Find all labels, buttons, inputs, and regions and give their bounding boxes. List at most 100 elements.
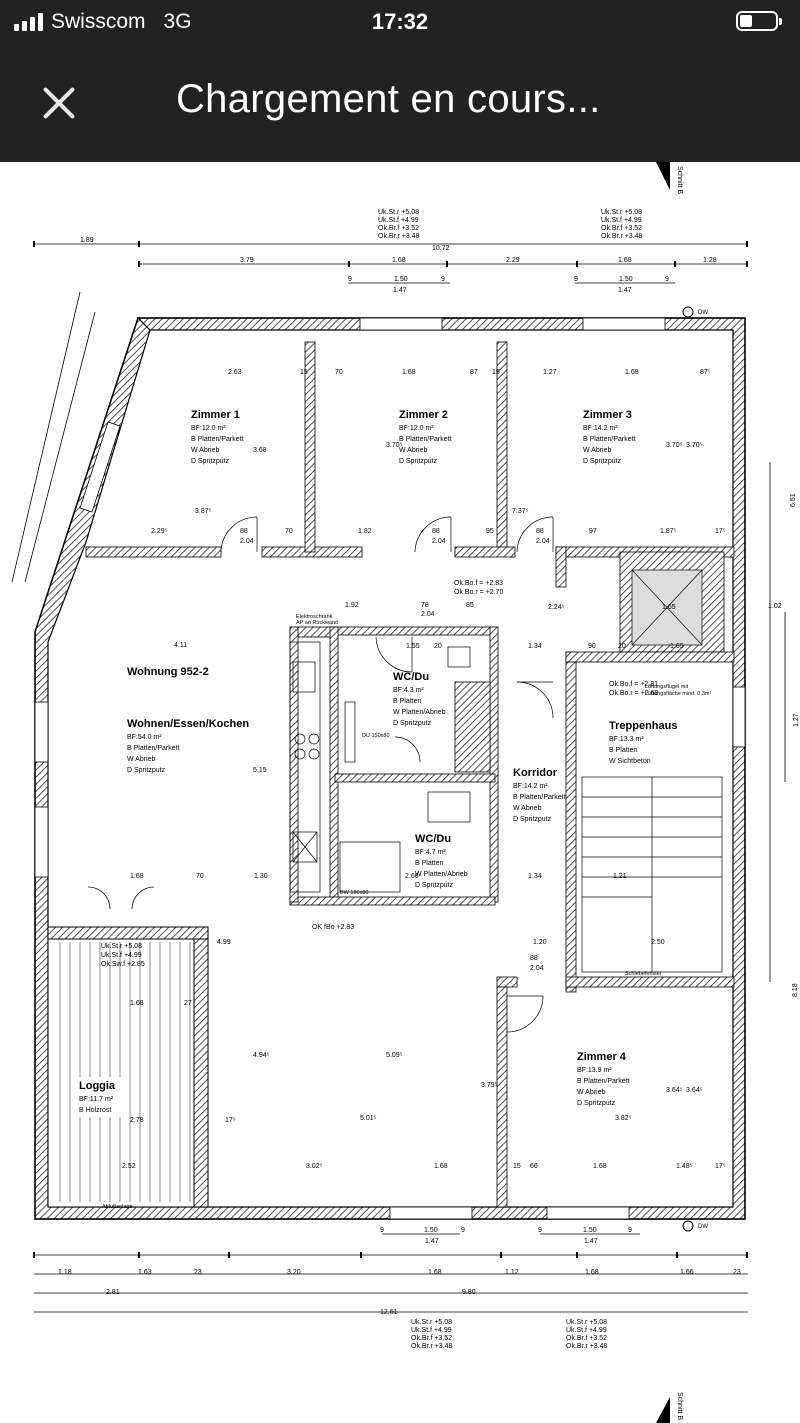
interior-dimension-label: 2.50 [651, 939, 665, 946]
room-area: BF:11.7 m² [79, 1096, 114, 1103]
interior-dimension-label: 5.01⁵ [360, 1115, 377, 1122]
room-wall: W Platten/Abrieb [415, 871, 468, 878]
room-name: Wohnen/Essen/Kochen [127, 718, 249, 730]
note-dw-top: DW [698, 310, 708, 316]
room-wall: W Abrieb [583, 447, 612, 454]
dim-bot-r5: 12.61 [380, 1309, 398, 1316]
plan-notes: Elektroschrank AP an Rückwand Lüftungsfl… [102, 166, 712, 1420]
level-tl-1: Uk.St.f +4.99 [378, 217, 419, 224]
room-floor: B Platten/Parkett [399, 436, 452, 443]
interior-dimension-label: 97 [589, 528, 597, 535]
dim-top-r2-3: 1.68 [618, 257, 632, 264]
interior-dimension-label: 1.34 [528, 643, 542, 650]
room-wall: W Platten/Abrieb [393, 709, 446, 716]
section-markers [656, 162, 694, 1423]
room-wall: W Sichtbeton [609, 758, 651, 765]
interior-dimension-label: 3.64⁵ [686, 1087, 703, 1094]
status-time: 17:32 [371, 9, 429, 34]
room-name: Zimmer 4 [577, 1051, 627, 1063]
dim-top-r3a-2: 9 [441, 276, 445, 283]
dim-right-0: 6.51 [790, 493, 797, 507]
dim-top-r2-2: 2.29 [506, 257, 520, 264]
room-ceiling: D Spritzputz [191, 458, 230, 465]
room-name: WC/Du [393, 671, 429, 683]
battery-level [740, 15, 752, 27]
dim-bot-r1-4: 1.50 [583, 1227, 597, 1234]
interior-dimension-label: 5.15 [253, 767, 267, 774]
dim-bot-r1-5: 9 [628, 1227, 632, 1234]
room-ceiling: D Spritzputz [415, 882, 454, 889]
note-abluft: Abluftanlage [102, 1204, 133, 1210]
level-bl-3: Ok.Br.r +3.48 [411, 1343, 453, 1350]
interior-dimension-label: 2.29⁵ [151, 528, 168, 535]
level-loggia-2: Ok.Sw.f +2.85 [101, 961, 145, 968]
dim-bot-r2-0: 1.47 [425, 1238, 439, 1245]
room-zimmer-1: Zimmer 1 BF:12.0 m² B Platten/Parkett W … [191, 409, 244, 465]
level-tr-0: Uk.St.r +5.08 [601, 209, 642, 216]
note-bw: BW 180x80 [340, 890, 368, 896]
interior-dimension-label: 3.02⁵ [306, 1163, 323, 1170]
room-floor: B Platten/Parkett [127, 745, 180, 752]
level-tl-0: Uk.St.r +5.08 [378, 209, 419, 216]
interior-dimension-label: 1.82 [358, 528, 372, 535]
interior-dimension-label: 2.78 [130, 1117, 144, 1124]
level-br-0: Uk.St.r +5.08 [566, 1319, 607, 1326]
dimension-texts: 1.89 10.72 3.79 1.68 2.29 1.68 1.28 9 1.… [58, 237, 800, 1316]
carrier-label: Swisscom [51, 10, 146, 33]
interior-dimension-label: 1.65 [662, 604, 676, 611]
dim-top-r3a-1: 1.50 [394, 276, 408, 283]
close-icon[interactable] [36, 80, 82, 126]
interior-dimension-label: 88 [530, 955, 538, 962]
floor-plan[interactable]: Uk.St.r +5.08 Uk.St.f +4.99 Ok.Br.f +3.5… [0, 162, 800, 1423]
top-dimension-lines [11, 243, 786, 1313]
interior-dimension-label: 2.04 [530, 965, 544, 972]
interior-dimension-label: 2.04 [421, 611, 435, 618]
dim-top-r3a-0: 9 [348, 276, 352, 283]
interior-dimension-label: 2.04 [432, 538, 446, 545]
interior-dimension-label: 3.70⁵ [686, 442, 703, 449]
room-ceiling: D Spritzputz [393, 720, 432, 727]
interior-dimension-label: 20 [618, 643, 626, 650]
room-wohnen: Wohnen/Essen/Kochen BF:54.0 m² B Platten… [127, 718, 249, 774]
dim-right-2: 1.27 [793, 713, 800, 727]
interior-dimension-label: 3.68 [253, 447, 267, 454]
interior-dimension-label: 2.24⁵ [548, 604, 565, 611]
room-ceiling: D Spritzputz [583, 458, 622, 465]
interior-dimension-label: 4.99 [217, 939, 231, 946]
interior-dimension-label: 4.11 [174, 642, 187, 649]
interior-dimension-label: 27 [184, 1000, 192, 1007]
room-name: WC/Du [415, 833, 451, 845]
level-bl-1: Uk.St.f +4.99 [411, 1327, 452, 1334]
loggia-area [47, 926, 209, 1208]
room-loggia: Loggia BF:11.7 m² B Holzrost [76, 1077, 126, 1117]
interior-dimension-label: 1.68 [130, 873, 144, 880]
interior-dimension-label: 88 [432, 528, 440, 535]
nav-bar: Chargement en cours... [0, 44, 800, 162]
level-tl-2: Ok.Br.f +3.52 [378, 225, 419, 232]
dim-bot-r1-2: 9 [461, 1227, 465, 1234]
level-tr-1: Uk.St.f +4.99 [601, 217, 642, 224]
staircase [581, 569, 723, 973]
interior-dimension-label: 3.70⁵ [666, 442, 683, 449]
room-name: Zimmer 1 [191, 409, 240, 421]
room-wall: W Abrieb [127, 756, 156, 763]
note-elektro-2: AP an Rückwand [296, 620, 338, 626]
note-du: DU 150x80 [362, 733, 390, 739]
interior-dimension-label: 1.68 [402, 369, 416, 376]
interior-dimension-label: 17⁵ [225, 1117, 236, 1124]
dim-top-r4-0: 1.47 [393, 287, 407, 294]
interior-dimension-label: 3.64⁵ [666, 1087, 683, 1094]
interior-dimension-label: 1.55 [406, 643, 420, 650]
page-title: Chargement en cours... [176, 77, 601, 121]
dim-top-r2-4: 1.28 [703, 257, 717, 264]
interior-dimension-label: 70 [335, 369, 343, 376]
windows [34, 317, 746, 1220]
interior-dimension-label: 2.60 [405, 873, 419, 880]
interior-dimension-label: 1.87⁵ [660, 528, 677, 535]
level-br-3: Ok.Br.r +3.48 [566, 1343, 608, 1350]
level-tr-2: Ok.Br.f +3.52 [601, 225, 642, 232]
level-loggia-1: Uk.St.f +4.99 [101, 952, 142, 959]
level-loggia-0: Uk.St.r +5.08 [101, 943, 142, 950]
room-wcdu-1: WC/Du BF:4.3 m² B Platten W Platten/Abri… [393, 671, 446, 727]
room-korridor: Korridor BF:14.2 m² B Platten/Parkett W … [513, 767, 566, 823]
